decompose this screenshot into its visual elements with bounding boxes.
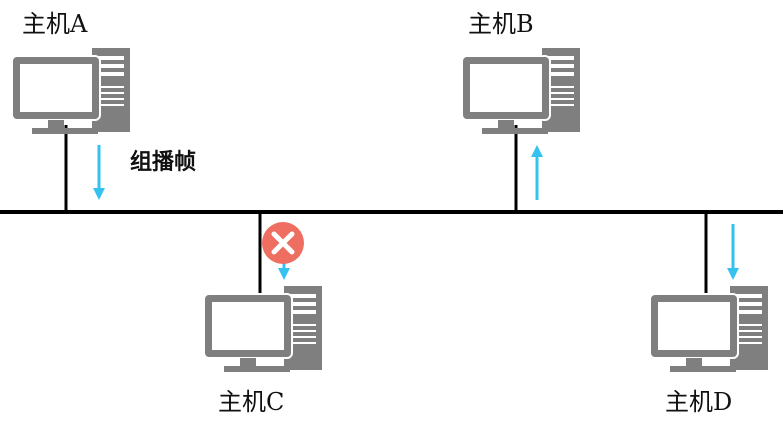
host-b-label: 主机B: [468, 10, 534, 38]
arrow-up-b-icon: [531, 145, 543, 200]
host-d-computer-icon: [649, 285, 769, 373]
host-b-computer-icon: [461, 47, 581, 135]
arrow-down-a-icon: [93, 145, 105, 200]
reject-x-icon: [262, 222, 304, 264]
host-a-label: 主机A: [22, 10, 88, 38]
host-a-computer-icon: [11, 47, 131, 135]
multicast-frame-label: 组播帧: [130, 150, 197, 175]
host-c-computer-icon: [203, 285, 323, 373]
arrow-down-d-icon: [727, 224, 739, 280]
host-d-label: 主机D: [665, 388, 733, 416]
host-c-label: 主机C: [218, 388, 285, 416]
